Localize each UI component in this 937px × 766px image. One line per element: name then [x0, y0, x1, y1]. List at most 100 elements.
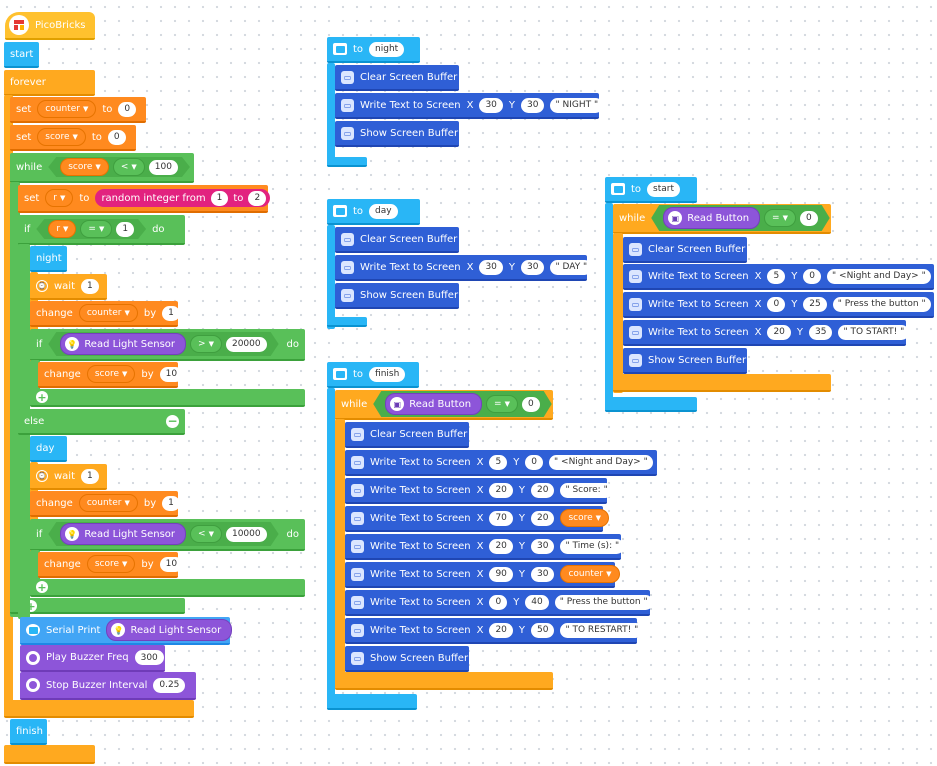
text-value[interactable]: " <Night and Day> "	[827, 268, 931, 284]
play-buzzer-block[interactable]: Play Buzzer Freq 300	[20, 645, 165, 672]
compare-r-condition[interactable]: r▼ =▼ 1	[36, 219, 146, 239]
read-light-sensor-block[interactable]: 💡 Read Light Sensor	[60, 333, 186, 355]
function-day-header[interactable]: to day	[327, 199, 420, 225]
change-counter-block[interactable]: change counter▼ by 1	[30, 301, 180, 327]
compare-value[interactable]: 0	[522, 397, 540, 412]
text-value[interactable]: " Press the button "	[832, 296, 931, 312]
if-light-add-icon[interactable]: +	[36, 580, 48, 594]
compare-light-condition[interactable]: 💡 Read Light Sensor >▼ 20000	[48, 332, 278, 356]
function-name-field[interactable]: start	[647, 181, 681, 197]
function-name-field[interactable]: finish	[369, 366, 406, 382]
counter-dropdown[interactable]: counter▼	[78, 304, 138, 322]
read-light-sensor-block[interactable]: 💡 Read Light Sensor	[106, 619, 233, 641]
show-screen-block[interactable]: ▭ Show Screen Buffer	[335, 121, 459, 147]
set-score-block[interactable]: set score▼ to 0	[10, 125, 136, 151]
x-value[interactable]: 90	[489, 566, 513, 582]
score-var-dropdown[interactable]: score▼	[60, 158, 109, 176]
text-value[interactable]: " Time (s): "	[560, 538, 625, 554]
clear-screen-block[interactable]: ▭ Clear Screen Buffer	[335, 65, 459, 91]
function-name-field[interactable]: night	[369, 41, 405, 57]
score-dropdown[interactable]: score▼	[86, 365, 136, 383]
text-value[interactable]: " NIGHT "	[550, 97, 604, 113]
counter-dropdown[interactable]: counter▼	[78, 494, 138, 512]
y-value[interactable]: 35	[809, 324, 833, 340]
read-button-block[interactable]: ▣ Read Button	[663, 207, 760, 229]
x-value[interactable]: 20	[489, 538, 513, 554]
y-value[interactable]: 0	[525, 454, 544, 470]
set-r-block[interactable]: set r▼ to random integer from 1 to 2	[18, 185, 271, 213]
write-text-block[interactable]: ▭ Write Text to Screen X 20 Y 20 " Score…	[345, 478, 613, 504]
compare-value[interactable]: 0	[800, 211, 818, 226]
wait-value[interactable]: 1	[81, 278, 99, 294]
if-light-lt-block[interactable]: if 💡 Read Light Sensor <▼ 10000 do	[30, 519, 305, 551]
clear-screen-block[interactable]: ▭ Clear Screen Buffer	[623, 237, 747, 263]
change-score-block[interactable]: change score▼ by 10	[38, 362, 184, 388]
compare-score-condition[interactable]: score▼ <▼ 100	[48, 157, 190, 177]
if-light-gt-block[interactable]: if 💡 Read Light Sensor >▼ 20000 do	[30, 329, 305, 361]
read-button-block[interactable]: ▣ Read Button	[385, 393, 482, 415]
change-value[interactable]: 1	[162, 305, 180, 321]
counter-variable-dropdown[interactable]: counter▼	[560, 565, 620, 583]
write-text-block[interactable]: ▭ Write Text to Screen X 0 Y 25 " Press …	[623, 292, 934, 318]
stop-buzzer-block[interactable]: Stop Buzzer Interval 0.25	[20, 672, 196, 700]
while-button-block[interactable]: while ▣ Read Button =▼ 0	[613, 204, 831, 234]
serial-print-block[interactable]: Serial Print 💡 Read Light Sensor	[20, 617, 233, 645]
wait-block[interactable]: ⌚ wait 1	[30, 274, 107, 300]
x-value[interactable]: 20	[489, 622, 513, 638]
write-text-block[interactable]: ▭ Write Text to Screen X 90 Y 30 counter…	[345, 562, 620, 588]
y-value[interactable]: 30	[531, 538, 555, 554]
write-text-block[interactable]: ▭ Write Text to Screen X 20 Y 50 " TO RE…	[345, 618, 644, 644]
write-text-block[interactable]: ▭ Write Text to Screen X 5 Y 0 " <Night …	[345, 450, 657, 476]
text-value[interactable]: " Press the button "	[554, 594, 653, 610]
x-value[interactable]: 5	[489, 454, 508, 470]
change-value[interactable]: 10	[159, 556, 184, 572]
random-integer-block[interactable]: random integer from 1 to 2	[95, 189, 271, 207]
write-text-block[interactable]: ▭ Write Text to Screen X 5 Y 0 " <Night …	[623, 264, 934, 290]
start-call-block[interactable]: start	[4, 42, 39, 68]
change-value[interactable]: 1	[162, 495, 180, 511]
text-value[interactable]: " TO RESTART! "	[560, 622, 644, 638]
function-name-field[interactable]: day	[369, 203, 398, 219]
set-counter-block[interactable]: set counter▼ to 0	[10, 97, 146, 123]
counter-init-value[interactable]: 0	[118, 101, 137, 117]
write-text-block[interactable]: ▭ Write Text to Screen X 30 Y 30 " NIGHT…	[335, 93, 604, 119]
function-night-header[interactable]: to night	[327, 37, 420, 63]
random-min[interactable]: 1	[210, 190, 229, 206]
clear-screen-block[interactable]: ▭ Clear Screen Buffer	[345, 422, 469, 448]
score-dropdown[interactable]: score▼	[37, 128, 86, 146]
wait-block[interactable]: ⌚ wait 1	[30, 464, 107, 490]
score-variable-dropdown[interactable]: score▼	[560, 509, 610, 527]
x-value[interactable]: 0	[767, 296, 786, 312]
show-screen-block[interactable]: ▭ Show Screen Buffer	[335, 283, 459, 309]
limit-value[interactable]: 100	[149, 160, 178, 175]
threshold-value[interactable]: 20000	[226, 337, 267, 352]
show-screen-block[interactable]: ▭ Show Screen Buffer	[345, 646, 469, 672]
night-call-block[interactable]: night	[30, 246, 67, 272]
y-value[interactable]: 30	[521, 97, 545, 113]
operator-dropdown[interactable]: =▼	[80, 220, 112, 238]
while-button-block[interactable]: while ▣ Read Button =▼ 0	[335, 390, 553, 420]
function-finish-header[interactable]: to finish	[327, 362, 419, 388]
x-value[interactable]: 20	[767, 324, 791, 340]
read-light-sensor-block[interactable]: 💡 Read Light Sensor	[60, 523, 186, 545]
counter-dropdown[interactable]: counter▼	[37, 100, 97, 118]
compare-light-condition[interactable]: 💡 Read Light Sensor <▼ 10000	[48, 522, 278, 546]
remove-else-icon[interactable]: −	[166, 414, 179, 428]
x-value[interactable]: 70	[489, 510, 513, 526]
write-text-block[interactable]: ▭ Write Text to Screen X 70 Y 20 score▼	[345, 506, 610, 532]
operator-dropdown[interactable]: =▼	[486, 395, 518, 413]
text-value[interactable]: " Score: "	[560, 482, 613, 498]
write-text-block[interactable]: ▭ Write Text to Screen X 30 Y 30 " DAY "	[335, 255, 593, 281]
text-value[interactable]: " DAY "	[550, 259, 593, 275]
r-var-dropdown[interactable]: r▼	[48, 220, 76, 238]
picobricks-hat-block[interactable]: PicoBricks	[5, 12, 95, 40]
text-value[interactable]: " TO START! "	[838, 324, 910, 340]
operator-dropdown[interactable]: >▼	[190, 335, 222, 353]
r-dropdown[interactable]: r▼	[45, 189, 74, 207]
else-block[interactable]: else −	[18, 409, 185, 435]
y-value[interactable]: 50	[531, 622, 555, 638]
random-max[interactable]: 2	[248, 190, 267, 206]
y-value[interactable]: 25	[803, 296, 827, 312]
x-value[interactable]: 20	[489, 482, 513, 498]
finish-call-block[interactable]: finish	[10, 719, 47, 745]
